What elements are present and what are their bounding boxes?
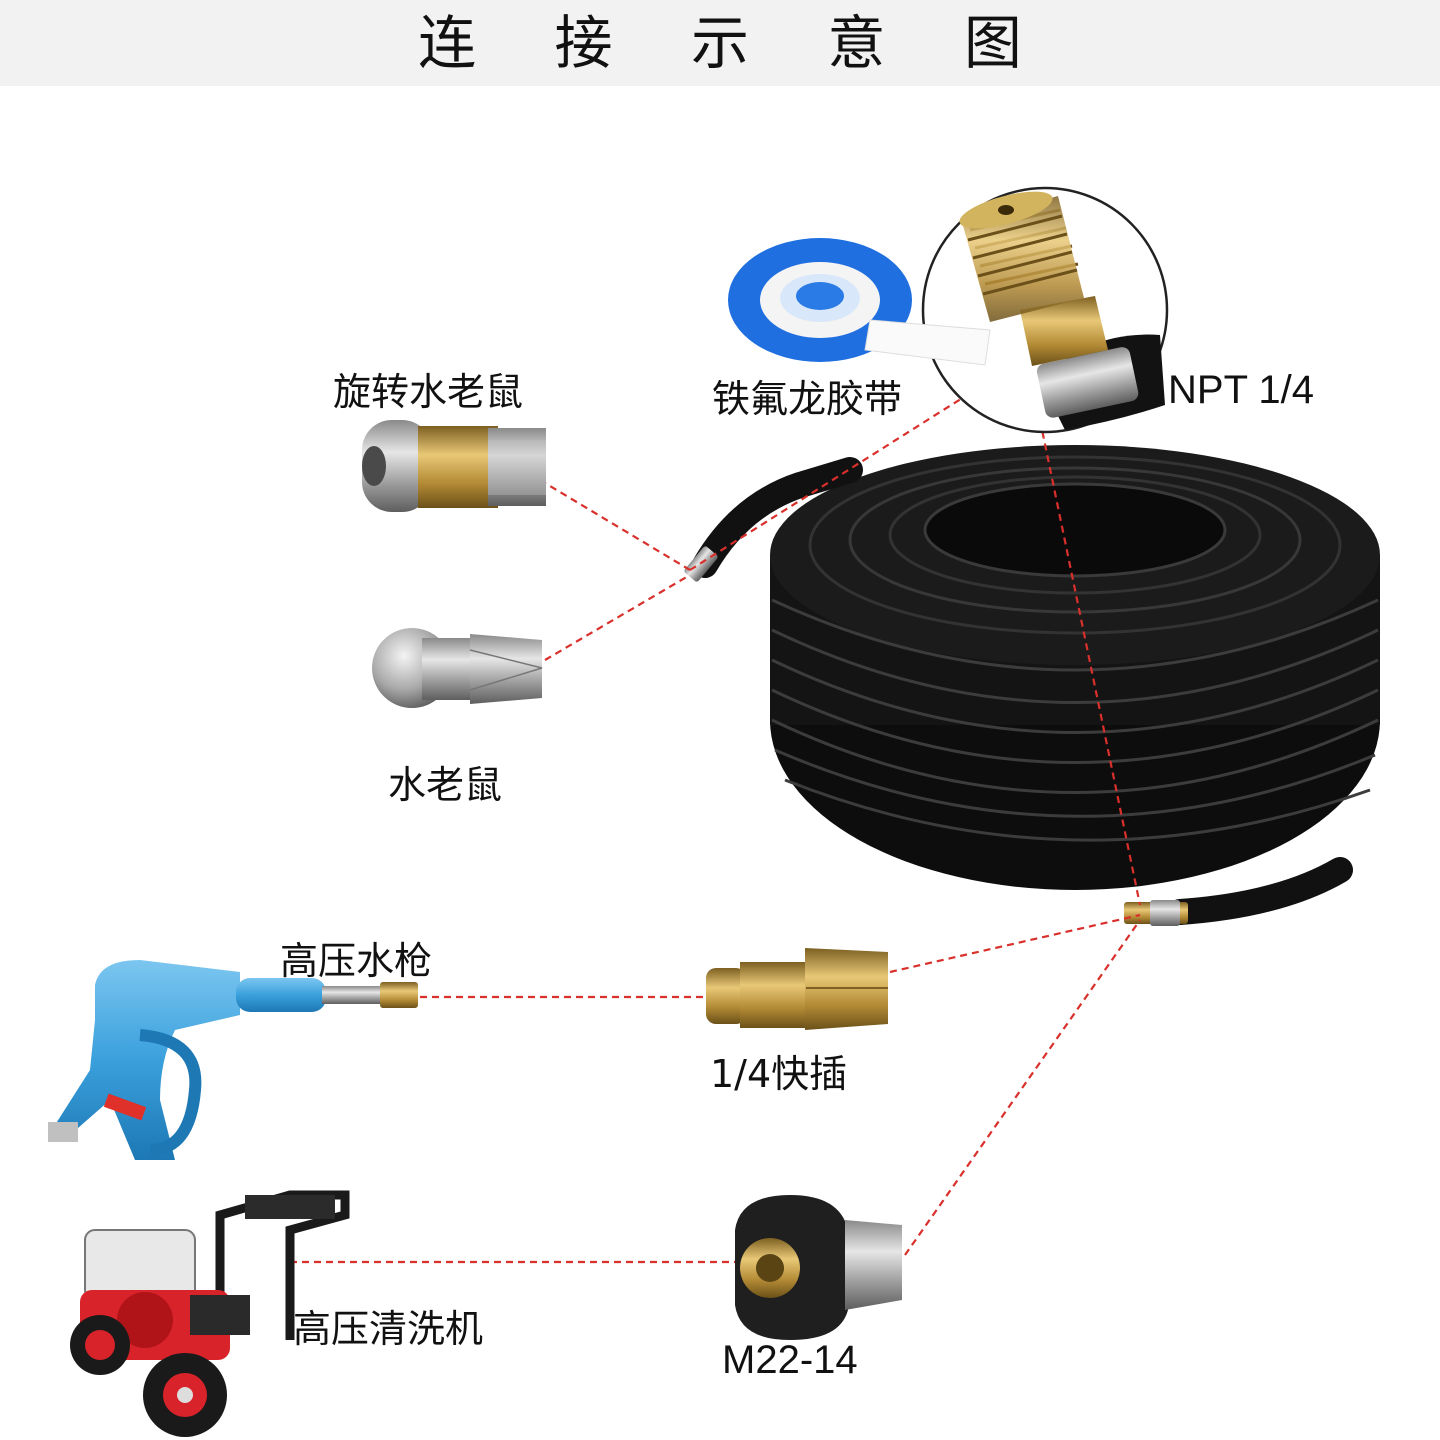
m22-adapter-image xyxy=(735,1195,902,1340)
spray-gun-image xyxy=(48,960,418,1160)
label-quick-connect: 1/4快插 xyxy=(710,1052,848,1096)
label-m22: M22-14 xyxy=(722,1338,858,1382)
quick-connect-image xyxy=(706,948,888,1030)
pressure-washer-image xyxy=(70,1190,350,1437)
water-nozzle-image xyxy=(372,628,543,708)
label-water-nozzle: 水老鼠 xyxy=(388,763,503,807)
label-spray-gun: 高压水枪 xyxy=(280,939,433,983)
line-nozzle-to-hose xyxy=(544,574,691,661)
teflon-tape xyxy=(728,238,991,366)
label-npt: NPT 1/4 xyxy=(1168,368,1314,412)
line-npt-to-hose xyxy=(1038,419,1142,906)
line-m22-to-hose xyxy=(904,919,1141,1256)
label-rotary-nozzle: 旋转水老鼠 xyxy=(333,370,524,414)
hose-reel xyxy=(692,445,1380,925)
hose-end-fitting-bottom xyxy=(1124,900,1188,926)
connection-lines xyxy=(290,389,1142,1264)
header-bar xyxy=(0,0,1440,86)
label-pressure-washer: 高压清洗机 xyxy=(293,1307,484,1351)
label-teflon-tape: 铁氟龙胶带 xyxy=(712,377,903,421)
npt-magnifier xyxy=(921,186,1169,434)
line-quick-to-hose xyxy=(889,913,1141,974)
rotary-nozzle-image xyxy=(362,420,546,512)
page-title: 连 接 示 意 图 xyxy=(418,9,1052,77)
line-hose-to-tape xyxy=(689,389,976,571)
line-rotary-to-hose xyxy=(539,479,691,571)
